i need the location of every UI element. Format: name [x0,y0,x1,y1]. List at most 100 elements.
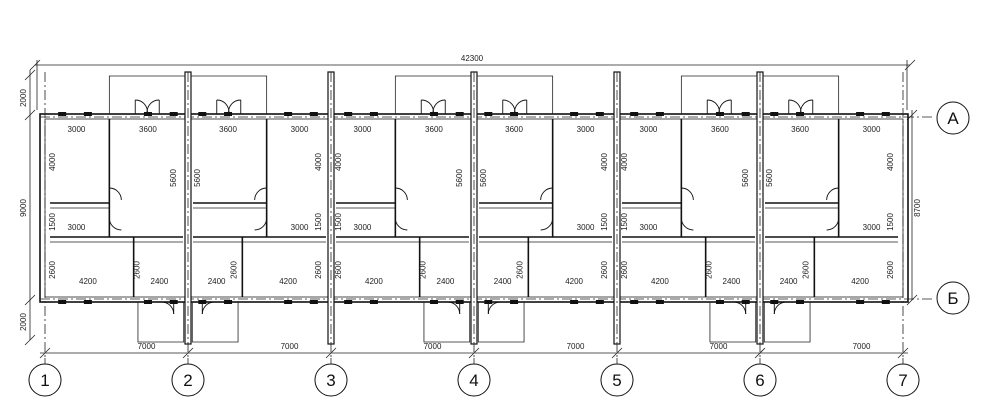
window-mark [344,112,353,116]
module-width-label: 7000 [138,342,156,351]
window-mark [570,112,579,116]
interior-door-swing [680,217,694,231]
room-dim-label: 3000 [863,125,881,134]
interior-door-swing [681,187,694,201]
interior-door-swing [826,187,839,201]
window-mark [715,112,724,116]
window-mark [198,112,207,116]
room-dim-label: 3000 [354,223,372,232]
room-dim-label: 3000 [863,223,881,232]
hall-height-label: 5600 [479,169,488,187]
axis-1-label: 1 [40,371,49,390]
interior-door-swing [254,187,267,201]
window-mark [369,300,378,304]
door-swing [502,99,516,115]
interior-door-swing [540,187,553,201]
room-dim-label: 4200 [279,277,297,286]
rear-porch [423,302,471,343]
rear-door-swing [733,301,747,315]
window-mark [510,300,519,304]
window-mark [169,112,178,116]
window-mark [224,300,233,304]
right-height-label: 8700 [913,199,922,217]
room-height-label: 1500 [48,213,57,231]
window-mark [455,300,464,304]
room-dim-label: 2400 [437,277,455,286]
window-mark [455,112,464,116]
interior-door-swing [826,217,840,231]
left-dimensions: 2000 9000 2000 [19,69,36,346]
room-dim-label: 3000 [291,223,309,232]
window-mark [143,300,152,304]
door-swing [421,99,434,115]
room-dim-label: 3000 [68,223,86,232]
door-swing [432,99,446,115]
window-mark [429,300,438,304]
rear-porch [477,302,525,343]
room-dim-label: 3600 [791,125,809,134]
door-swing [514,99,527,115]
rear-door-swing [201,301,215,315]
room-dim-label: 3600 [711,125,729,134]
rear-porch [191,302,239,343]
window-mark [143,112,152,116]
room-height-label: 2600 [133,261,142,279]
axis-a-label: А [947,109,959,128]
window-mark [309,300,318,304]
room-dim-label: 3000 [291,125,309,134]
room-height-label: 4000 [600,153,609,171]
window-mark [83,112,92,116]
entrance-porch [680,75,758,114]
window-mark [595,300,604,304]
interior-door-swing [394,217,408,231]
room-dim-label: 3600 [505,125,523,134]
window-mark [796,300,805,304]
interior-door-swing [108,217,122,231]
room-dim-label: 3000 [577,125,595,134]
window-mark [715,300,724,304]
window-mark [484,300,493,304]
axis-4-label: 4 [469,371,478,390]
window-mark [881,112,890,116]
door-swing [216,99,230,115]
top-offset-label: 2000 [19,89,28,107]
entrance-porch [762,75,840,114]
window-mark [284,112,293,116]
hall-height-label: 5600 [193,169,202,187]
room-height-label: 2600 [229,261,238,279]
door-swing [718,99,732,115]
room-dim-label: 4200 [79,277,97,286]
door-swing [135,99,148,115]
axis-b-label: Б [947,289,958,308]
axis-b-bubble [936,281,970,315]
room-height-label: 4000 [48,153,57,171]
room-dim-label: 4200 [651,277,669,286]
window-mark [630,300,639,304]
room-height-label: 2600 [515,261,524,279]
axis-7-label: 7 [898,371,907,390]
interior-door-swing [109,187,122,201]
window-mark [770,300,779,304]
window-mark [741,112,750,116]
room-dim-label: 3000 [354,125,372,134]
window-mark [881,300,890,304]
room-dim-label: 3000 [68,125,86,134]
rear-porch [137,302,185,343]
window-mark [655,300,664,304]
window-mark [856,300,865,304]
room-height-label: 4000 [620,153,629,171]
entrance-porch [476,75,554,114]
rear-door-swing [447,301,461,315]
window-mark [284,300,293,304]
room-dim-label: 3000 [577,223,595,232]
window-mark [429,112,438,116]
window-mark [796,112,805,116]
room-height-label: 2600 [801,261,810,279]
